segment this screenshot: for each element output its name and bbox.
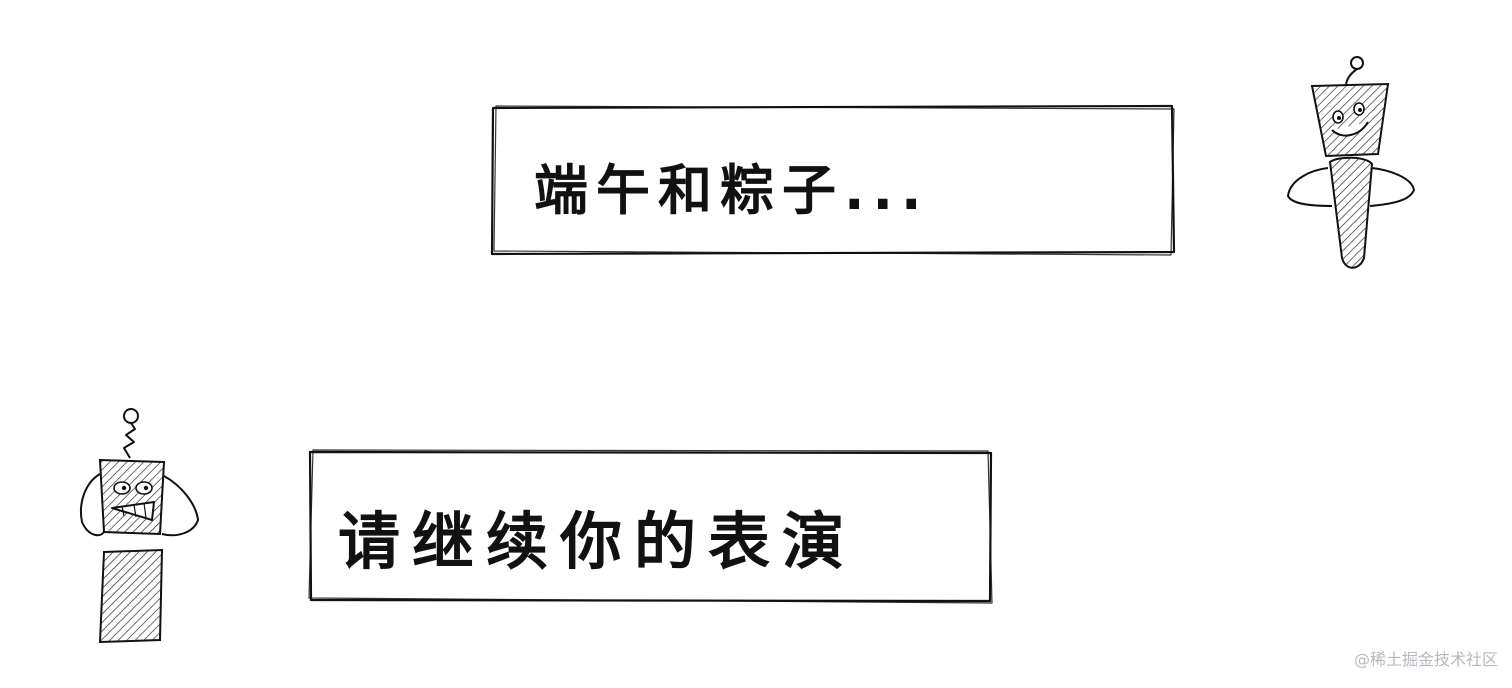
- grimacing-robot-icon: [80, 408, 200, 644]
- smiling-robot-icon: [1286, 56, 1416, 269]
- speech-box-bottom-frame: [308, 449, 993, 604]
- speech-box-bottom: 请继续你的表演: [308, 449, 994, 604]
- speech-box-top-frame: [490, 104, 1176, 256]
- speech-box-top: 端午和粽子...: [490, 104, 1176, 256]
- speech-text-bottom: 请继续你的表演: [338, 505, 857, 578]
- watermark: @稀土掘金技术社区: [1353, 650, 1498, 669]
- speech-text-top: 端午和粽子...: [534, 159, 930, 222]
